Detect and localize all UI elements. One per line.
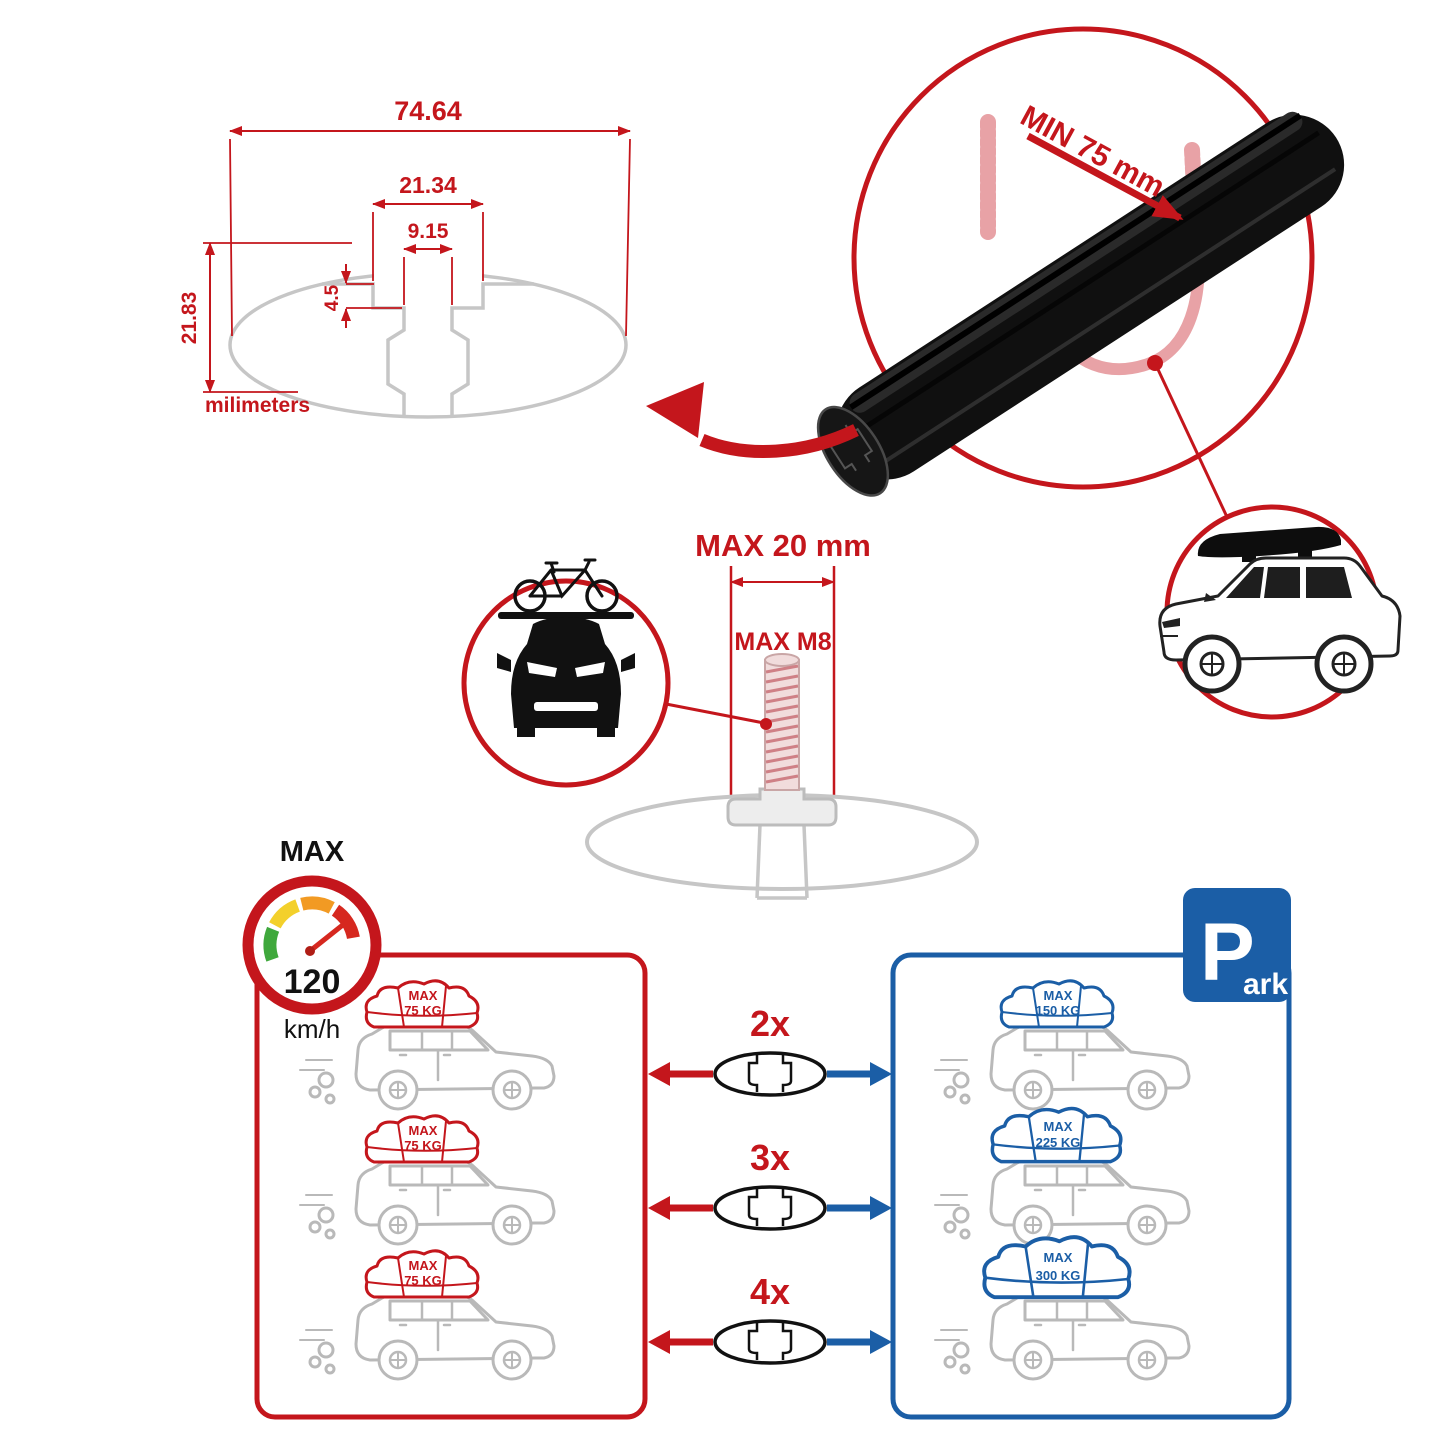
bike-icon xyxy=(513,558,619,613)
min-grip-arrow xyxy=(1026,132,1184,222)
suv-roofbox-icon xyxy=(1158,526,1402,694)
cargo-max-label: MAX xyxy=(409,1258,438,1273)
car-load-item: MAX 225 KG xyxy=(933,1106,1191,1246)
car-load-item: MAX 75 KG xyxy=(298,979,556,1111)
parking-rest: ark xyxy=(1243,968,1288,1001)
cargo-max-label: MAX xyxy=(1044,1250,1073,1265)
dimension-lines xyxy=(203,126,631,393)
cargo-weight-label: 75 KG xyxy=(404,1273,442,1288)
cargo-weight-label: 75 KG xyxy=(404,1003,442,1018)
multiplier-label: 4x xyxy=(750,1271,790,1312)
crossbar-3d-render xyxy=(816,111,1345,497)
gauge-pivot xyxy=(305,946,315,956)
car-load-item: MAX 75 KG xyxy=(298,1249,556,1381)
multiplier-label: 3x xyxy=(750,1137,790,1178)
cargo-weight-label: 150 KG xyxy=(1036,1003,1081,1018)
roof-bar-icon xyxy=(498,612,634,619)
bolt-spec-diagram: MAX 20 mm MAX M8 xyxy=(585,528,979,900)
multiplier-row: 2x xyxy=(648,1003,892,1097)
car-front-icon xyxy=(497,617,635,737)
arrow-right-icon xyxy=(870,1330,892,1354)
cargo-max-label: MAX xyxy=(409,988,438,1003)
gauge-needle xyxy=(307,917,352,954)
units-label: milimeters xyxy=(205,394,310,417)
crossbar-profile-outline xyxy=(228,268,628,419)
speed-max-label: MAX xyxy=(280,836,345,868)
dim-slot-inner-label: 9.15 xyxy=(408,220,449,243)
bike-car-connector-line xyxy=(665,702,765,725)
crossbar-ellipse-icon xyxy=(713,1319,827,1365)
suv-roofbox-detail xyxy=(1158,504,1402,720)
car-load-item: MAX 300 KG xyxy=(933,1235,1191,1381)
cargo-max-label: MAX xyxy=(1044,1119,1073,1134)
speed-units: km/h xyxy=(284,1014,340,1044)
crossbar-ellipse-icon xyxy=(713,1051,827,1097)
multiplier-row: 4x xyxy=(648,1271,892,1365)
crossbar-3d-detail: MIN 75 mm xyxy=(646,26,1345,518)
arrow-left-icon xyxy=(648,1330,670,1354)
dim-total-height-label: 21.83 xyxy=(178,292,201,345)
parking-sign-plate xyxy=(1183,888,1291,1002)
cargo-max-label: MAX xyxy=(409,1123,438,1138)
bolt-max-length-label: MAX 20 mm xyxy=(695,528,871,563)
arrow-right-icon xyxy=(870,1196,892,1220)
cross-section-dimension-drawing: 74.64 21.34 9.15 4.5 21.83 milimeters xyxy=(178,96,631,419)
cargo-weight-label: 225 KG xyxy=(1036,1135,1081,1150)
speed-limit-icon: MAX 120 km/h xyxy=(242,836,382,1044)
multiplier-row: 3x xyxy=(648,1137,892,1231)
bike-car-detail xyxy=(461,558,765,788)
car-load-item: MAX 75 KG xyxy=(298,1114,556,1246)
zoom-arrow-icon xyxy=(646,382,859,458)
bolt-dim-extension-lines xyxy=(729,566,836,795)
multiplier-label: 2x xyxy=(750,1003,790,1044)
crossbar-ellipse-icon xyxy=(713,1185,827,1231)
parking-sign: P ark xyxy=(1183,888,1291,1002)
cargo-max-label: MAX xyxy=(1044,988,1073,1003)
bolt-icon xyxy=(760,653,800,791)
dim-total-width-label: 74.64 xyxy=(394,96,462,126)
bolt-max-thread-label: MAX M8 xyxy=(734,628,831,656)
arrow-left-icon xyxy=(648,1196,670,1220)
speed-value: 120 xyxy=(284,963,341,1001)
cargo-weight-label: 75 KG xyxy=(404,1138,442,1153)
dim-slot-outer-label: 21.34 xyxy=(399,172,457,198)
profile-channel-lines xyxy=(755,824,809,900)
detail-connector-line xyxy=(1153,362,1229,518)
arrow-left-icon xyxy=(648,1062,670,1086)
arrow-right-icon xyxy=(870,1062,892,1086)
dim-lip-depth-label: 4.5 xyxy=(322,284,343,311)
cargo-weight-label: 300 KG xyxy=(1036,1268,1081,1283)
t-nut-icon xyxy=(726,787,838,827)
parking-letter: P xyxy=(1200,907,1255,998)
car-load-item: MAX 150 KG xyxy=(933,979,1191,1111)
